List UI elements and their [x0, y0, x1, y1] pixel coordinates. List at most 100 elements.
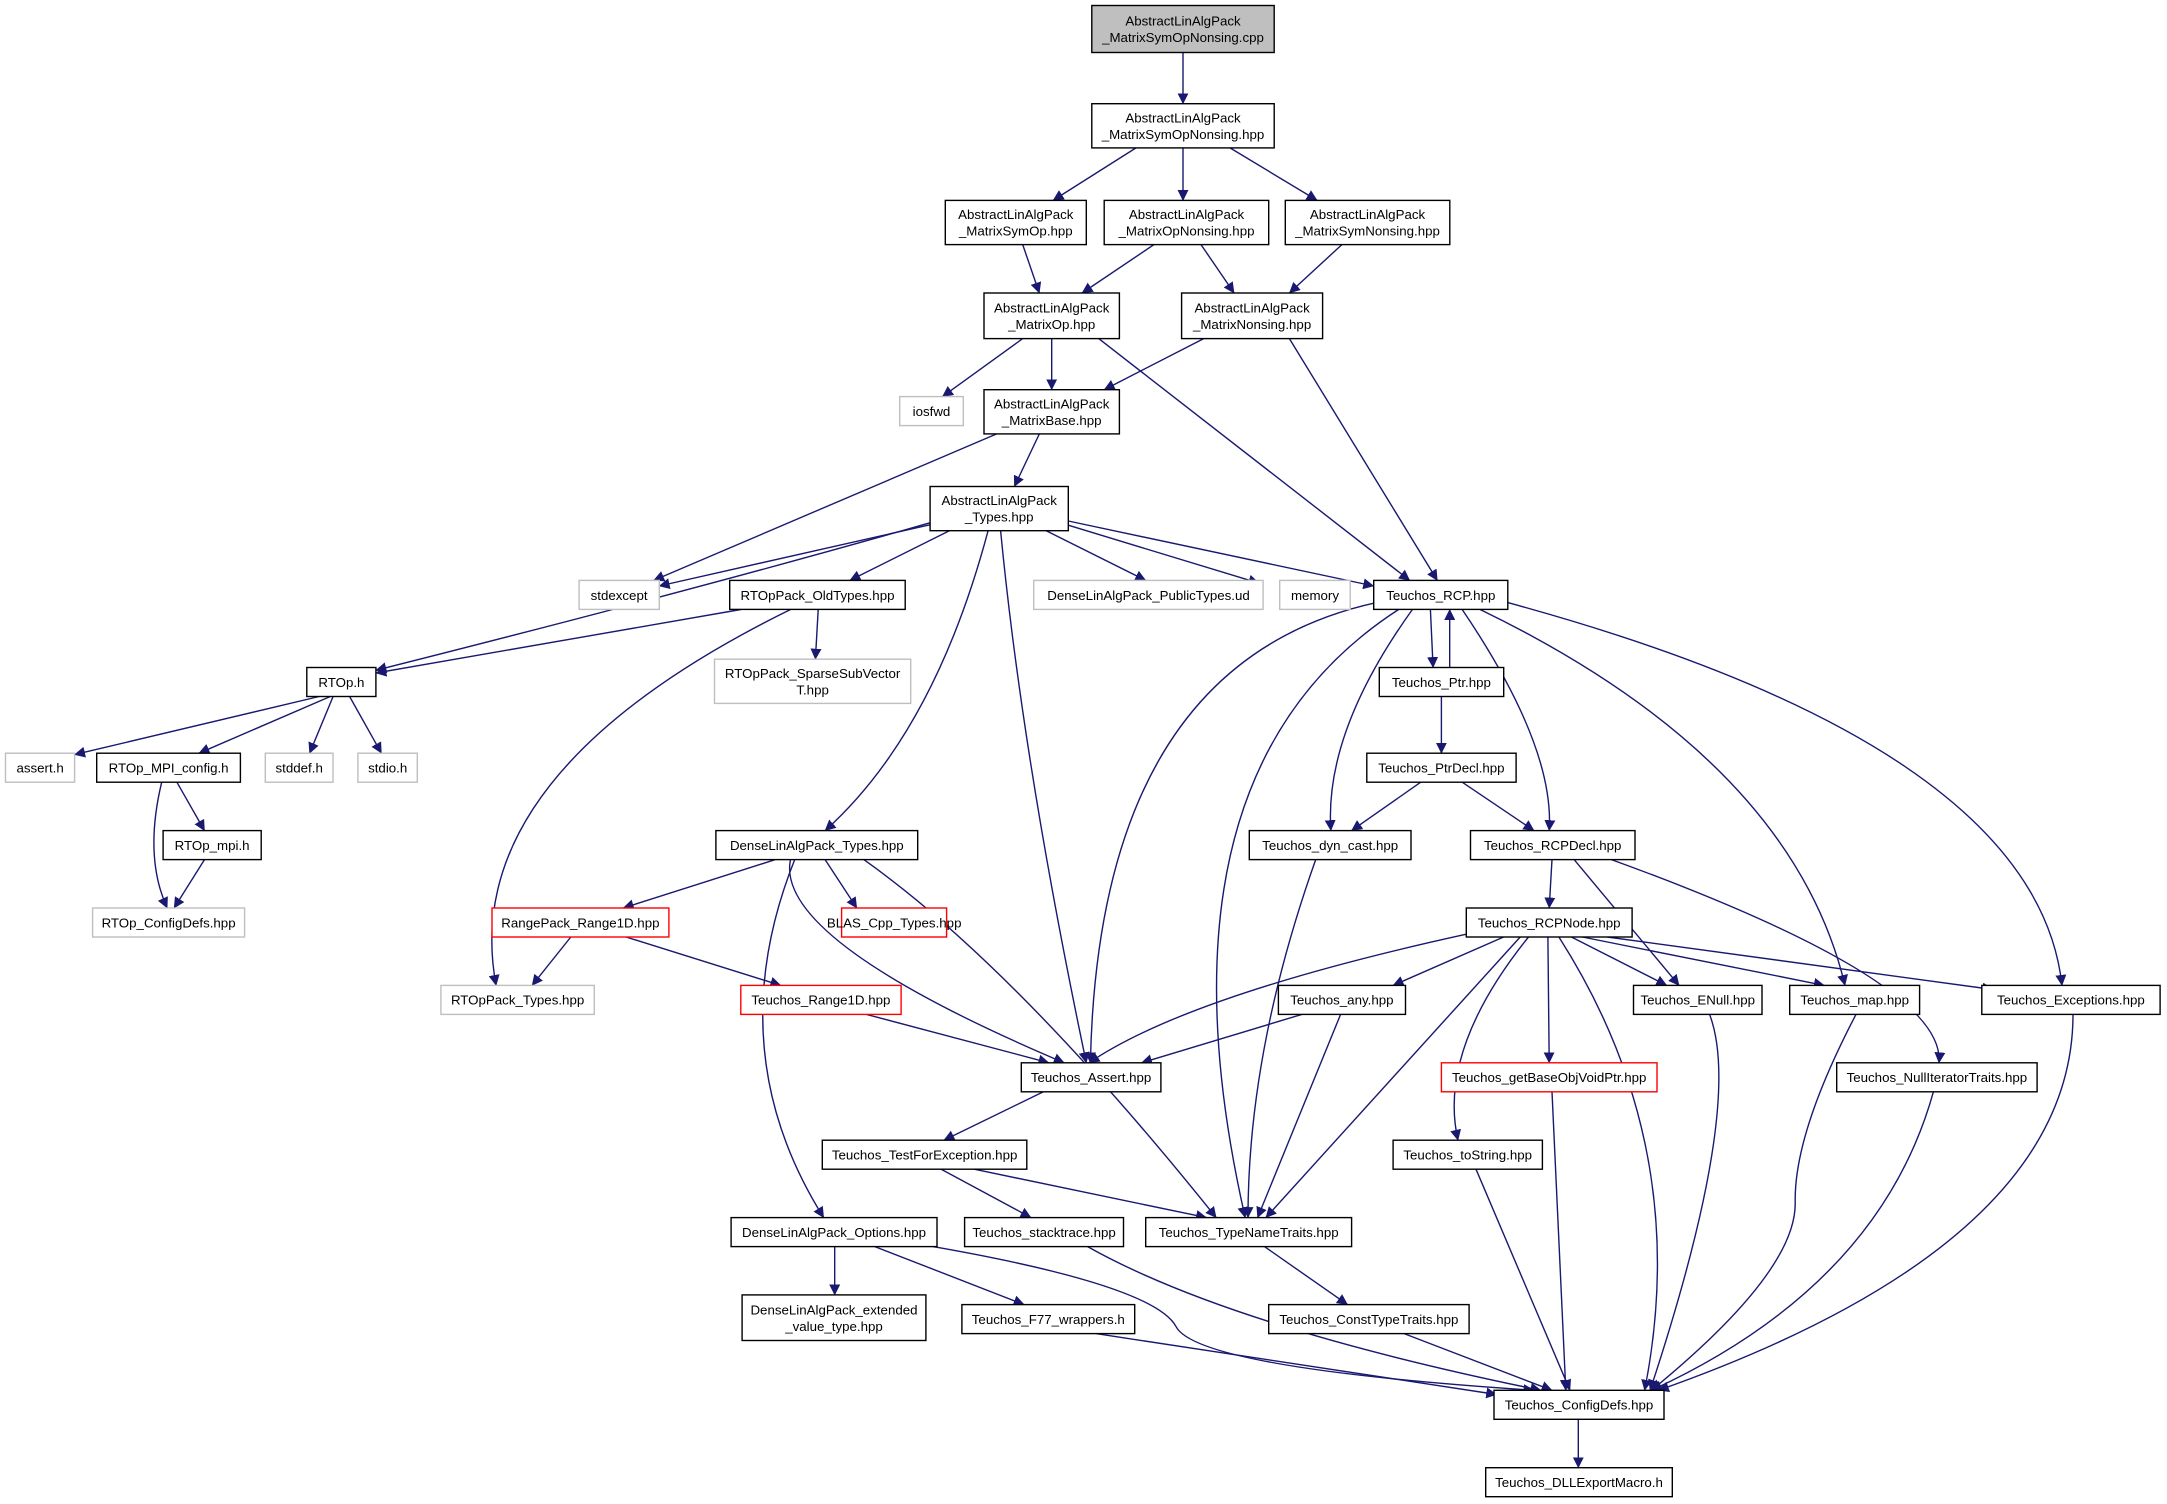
node-dllexport[interactable]: Teuchos_DLLExportMacro.h: [1484, 1466, 1673, 1498]
node-box: [1278, 579, 1351, 611]
node-box: [95, 752, 242, 783]
node-label-line: AbstractLinAlgPack: [994, 396, 1110, 411]
edge-getbaseobj-to-configdefs: [1551, 1091, 1571, 1391]
node-rcp[interactable]: Teuchos_RCP.hpp: [1372, 579, 1509, 611]
edge-enull-to-configdefs: [1648, 1014, 1720, 1391]
node-dlatypes[interactable]: DenseLinAlgPack_Types.hpp: [715, 829, 919, 861]
node-label-line: Teuchos_RCP.hpp: [1386, 588, 1495, 603]
node-symop[interactable]: AbstractLinAlgPack_MatrixSymOp.hpp: [944, 199, 1087, 246]
node-box: [1440, 1062, 1658, 1093]
edge-rcpnode-to-assert: [1088, 933, 1467, 1064]
node-rcpdecl[interactable]: Teuchos_RCPDecl.hpp: [1469, 829, 1636, 861]
node-symopnonsing_hpp[interactable]: AbstractLinAlgPack_MatrixSymOpNonsing.hp…: [1091, 102, 1275, 149]
edge-types-to-rcp: [1068, 520, 1375, 590]
node-ptr[interactable]: Teuchos_Ptr.hpp: [1378, 666, 1505, 698]
node-box: [730, 1216, 938, 1248]
node-extvaluetype[interactable]: DenseLinAlgPack_extended_value_type.hpp: [741, 1294, 927, 1342]
edge-dlatypes-to-range1d: [622, 858, 776, 911]
edge-rcp-to-assert: [1085, 601, 1377, 1064]
node-mpiconfig[interactable]: RTOp_MPI_config.h: [95, 752, 242, 783]
node-stdexcept: stdexcept: [578, 579, 660, 611]
node-types[interactable]: AbstractLinAlgPack _Types.hpp: [929, 485, 1069, 532]
node-label-line: _MatrixOpNonsing.hpp: [1118, 224, 1255, 239]
edge-symopnonsing_hpp-to-symop: [1052, 147, 1137, 201]
node-stdio: stdio.h: [357, 752, 418, 783]
node-label-line: Teuchos_getBaseObjVoidPtr.hpp: [1452, 1070, 1646, 1085]
node-map[interactable]: Teuchos_map.hpp: [1788, 984, 1921, 1016]
edge-rcp-to-map: [1479, 608, 1848, 986]
edge-rtoph-to-stddef: [308, 696, 334, 754]
edge-matrixnonsing-to-rcp: [1288, 338, 1438, 581]
edge-testforexc-to-stacktrace: [940, 1168, 1032, 1219]
node-box: [944, 199, 1087, 246]
node-label-line: T.hpp: [796, 682, 829, 697]
node-box: [983, 389, 1121, 435]
node-matrixbase[interactable]: AbstractLinAlgPack_MatrixBase.hpp: [983, 389, 1121, 435]
edge-types-to-memory: [1068, 524, 1260, 586]
node-range1d[interactable]: RangePack_Range1D.hpp: [491, 907, 670, 938]
node-oldtypes[interactable]: RTOpPack_OldTypes.hpp: [729, 579, 906, 611]
node-symnonsing[interactable]: AbstractLinAlgPack_MatrixSymNonsing.hpp: [1284, 199, 1451, 246]
node-label-line: RangePack_Range1D.hpp: [501, 915, 659, 930]
node-label-line: _MatrixSymOp.hpp: [958, 224, 1073, 239]
node-box: [821, 1139, 1028, 1170]
node-dyncast[interactable]: Teuchos_dyn_cast.hpp: [1248, 829, 1412, 861]
edge-rcpnode-to-tostring: [1450, 936, 1530, 1141]
node-matrixnonsing[interactable]: AbstractLinAlgPack_MatrixNonsing.hpp: [1180, 292, 1324, 340]
node-f77wrappers[interactable]: Teuchos_F77_wrappers.h: [961, 1303, 1136, 1335]
node-enull[interactable]: Teuchos_ENull.hpp: [1632, 984, 1763, 1016]
edge-types-to-rtoph: [375, 518, 942, 674]
node-label-line: BLAS_Cpp_Types.hpp: [827, 915, 962, 930]
node-configdefs[interactable]: Teuchos_ConfigDefs.hpp: [1493, 1389, 1665, 1421]
node-nulliter[interactable]: Teuchos_NullIteratorTraits.hpp: [1835, 1062, 2038, 1093]
node-box: [1032, 579, 1264, 611]
node-label-line: RTOp_ConfigDefs.hpp: [102, 915, 236, 930]
edge-matrixbase-to-stdexcept: [653, 433, 997, 582]
edge-rtoph-to-mpiconfig: [198, 695, 331, 755]
node-consttypetraits[interactable]: Teuchos_ConstTypeTraits.hpp: [1267, 1303, 1470, 1335]
node-box: [1091, 4, 1275, 54]
edge-tostring-to-configdefs: [1475, 1168, 1571, 1391]
edge-rcp-to-dyncast: [1324, 609, 1413, 832]
edge-teuchosrange1d-to-assert: [866, 1013, 1050, 1066]
node-label-line: _MatrixOp.hpp: [1007, 317, 1095, 332]
node-any[interactable]: Teuchos_any.hpp: [1277, 984, 1407, 1016]
node-memory: memory: [1278, 579, 1351, 611]
node-stddef: stddef.h: [264, 752, 334, 783]
node-getbaseobj[interactable]: Teuchos_getBaseObjVoidPtr.hpp: [1440, 1062, 1658, 1093]
node-blascpp[interactable]: BLAS_Cpp_Types.hpp: [827, 907, 962, 938]
node-exceptions[interactable]: Teuchos_Exceptions.hpp: [1981, 984, 2161, 1016]
node-root[interactable]: AbstractLinAlgPack_MatrixSymOpNonsing.cp…: [1091, 4, 1275, 54]
nodes-layer: AbstractLinAlgPack _MatrixSymOpNonsing.cp…: [4, 4, 2161, 1498]
node-label-line: AbstractLinAlgPack: [942, 493, 1058, 508]
node-box: [1020, 1062, 1162, 1093]
node-typenametraits[interactable]: Teuchos_TypeNameTraits.hpp: [1144, 1216, 1353, 1248]
edge-any-to-typenametraits: [1256, 1014, 1342, 1219]
node-teuchosrange1d[interactable]: Teuchos_Range1D.hpp: [740, 984, 902, 1016]
edge-ptrdecl-to-dyncast: [1351, 781, 1422, 832]
edge-rcp-to-exceptions: [1507, 601, 2067, 986]
node-label-line: _MatrixSymNonsing.hpp: [1294, 224, 1440, 239]
node-rcpnode[interactable]: Teuchos_RCPNode.hpp: [1465, 907, 1633, 938]
node-rtopmpi[interactable]: RTOp_mpi.h: [162, 829, 262, 861]
node-label-line: RTOpPack_Types.hpp: [451, 993, 584, 1008]
node-assert[interactable]: Teuchos_Assert.hpp: [1020, 1062, 1162, 1093]
node-label-line: Teuchos_map.hpp: [1800, 993, 1909, 1008]
node-label-line: _Types.hpp: [964, 510, 1034, 525]
node-stacktrace[interactable]: Teuchos_stacktrace.hpp: [963, 1216, 1125, 1248]
edge-rcp-to-rcpdecl: [1461, 609, 1556, 832]
node-ptrdecl[interactable]: Teuchos_PtrDecl.hpp: [1366, 752, 1517, 783]
edge-options-to-f77wrappers: [874, 1245, 1025, 1306]
node-label-line: _MatrixSymOpNonsing.cpp: [1101, 30, 1264, 45]
node-label-line: DenseLinAlgPack_extended: [750, 1302, 917, 1317]
edge-rcpnode-to-enull: [1571, 936, 1668, 987]
edge-range1d-to-rtoppacktypes: [531, 936, 572, 986]
node-options[interactable]: DenseLinAlgPack_Options.hpp: [730, 1216, 938, 1248]
node-testforexc[interactable]: Teuchos_TestForException.hpp: [821, 1139, 1028, 1170]
node-tostring[interactable]: Teuchos_toString.hpp: [1392, 1139, 1544, 1170]
node-rtoph[interactable]: RTOp.h: [306, 666, 377, 698]
node-label-line: Teuchos_any.hpp: [1290, 993, 1393, 1008]
node-matrixop[interactable]: AbstractLinAlgPack_MatrixOp.hpp: [983, 292, 1121, 340]
node-label-line: Teuchos_F77_wrappers.h: [972, 1312, 1125, 1327]
node-opnonsing[interactable]: AbstractLinAlgPack_MatrixOpNonsing.hpp: [1103, 199, 1270, 246]
